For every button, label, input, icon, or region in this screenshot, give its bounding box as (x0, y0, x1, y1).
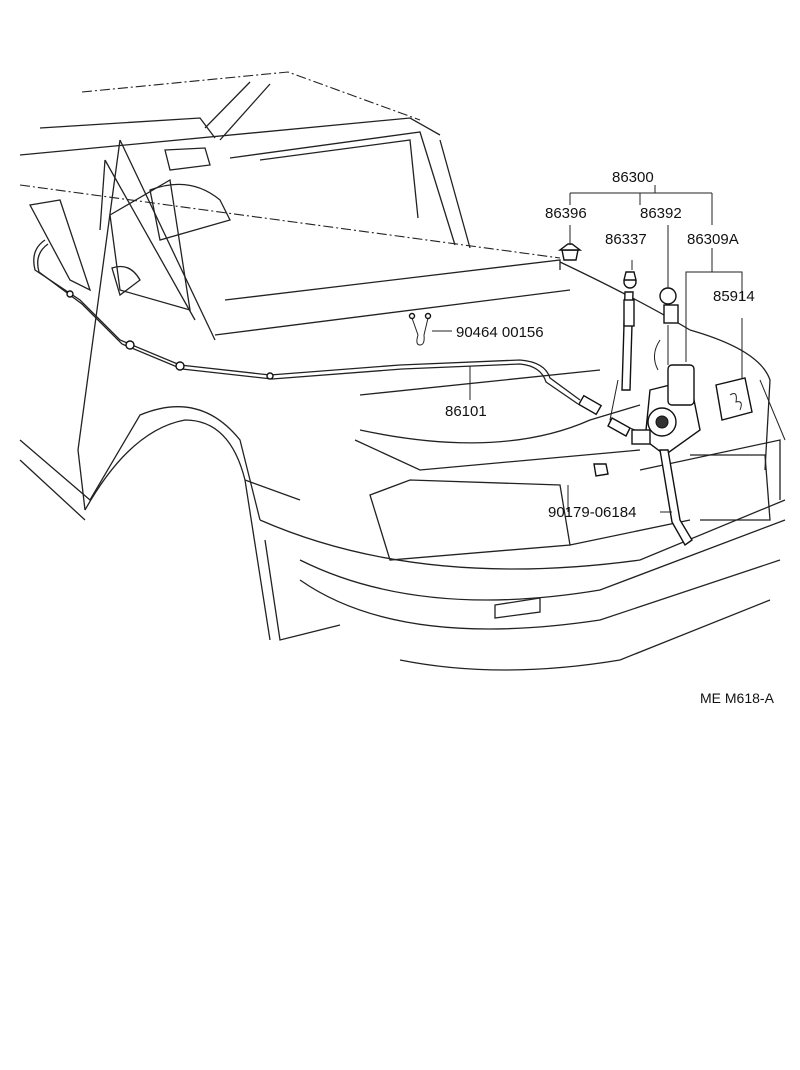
part-label-86396: 86396 (545, 205, 587, 222)
part-label-90179: 90179-06184 (548, 504, 636, 521)
part-label-86101: 86101 (445, 403, 487, 420)
bracket-85914 (715, 377, 753, 421)
part-label-86309A: 86309A (687, 231, 739, 248)
callout-lines (432, 185, 743, 513)
antenna-motor-assembly (607, 275, 701, 547)
clamp-90464 (411, 317, 429, 346)
part-label-85914: 85914 (713, 288, 755, 305)
antenna-cable-86101 (33, 239, 603, 416)
part-label-90464: 90464 00156 (456, 324, 544, 341)
small-parts (408, 243, 753, 477)
part-label-86392: 86392 (640, 205, 682, 222)
diagram-reference-code: ME M618-A (700, 690, 775, 706)
nut-86337 (623, 271, 637, 281)
clip-90179 (593, 463, 609, 477)
part-label-86300: 86300 (612, 169, 654, 186)
part-label-86337: 86337 (605, 231, 647, 248)
part-labels: 86300 86396 86392 86337 86309A 85914 904… (445, 169, 755, 521)
grommet-86396 (561, 249, 579, 261)
